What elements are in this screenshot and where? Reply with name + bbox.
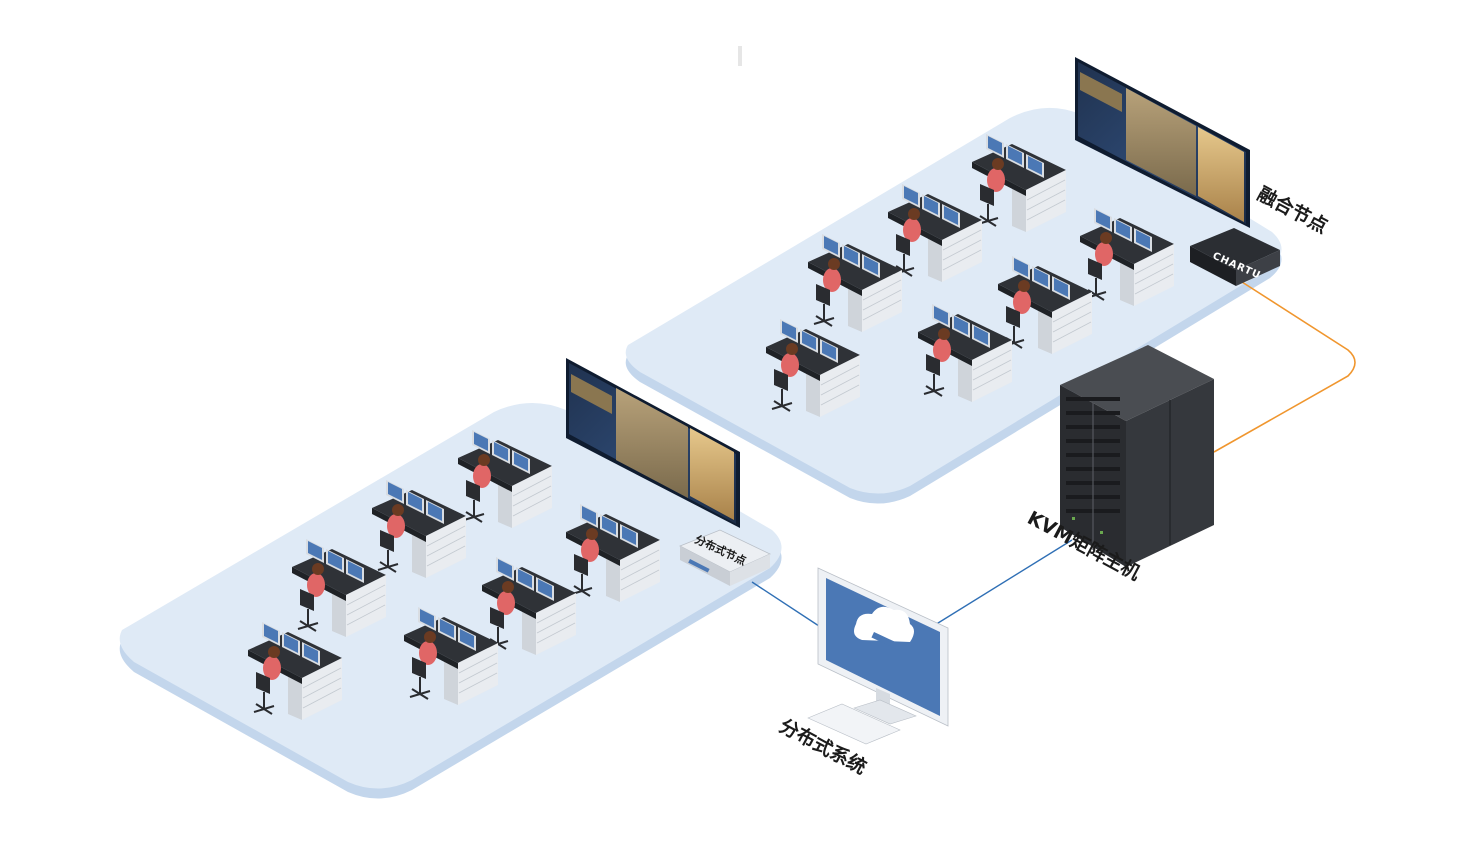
workstation [292,539,386,637]
fiber-link-fusion-to-kvm [1213,281,1356,453]
kvm-matrix-cabinet [1060,345,1214,567]
decorative-mark [738,46,742,66]
distributed-system-pc [807,567,949,745]
workstation [918,304,1012,402]
workstations [248,134,1174,720]
workstation [972,134,1066,232]
workstation [888,184,982,282]
workstation [766,319,860,417]
workstation [372,480,466,578]
link-distributed-node-to-pc [751,581,823,629]
workstation [458,430,552,528]
fusion-node-device: CHARTU [1190,228,1280,286]
workstation [808,234,902,332]
platform-lower [119,402,782,799]
platform-upper [625,107,1282,504]
workstation [1080,208,1174,306]
video-wall-lower [566,358,740,528]
workstation [248,622,342,720]
workstation [998,256,1092,354]
link-pc-to-kvm [929,539,1073,629]
workstation [566,504,660,602]
video-wall-upper [1075,57,1250,228]
workstation [404,607,498,705]
distributed-node-device [679,529,771,586]
